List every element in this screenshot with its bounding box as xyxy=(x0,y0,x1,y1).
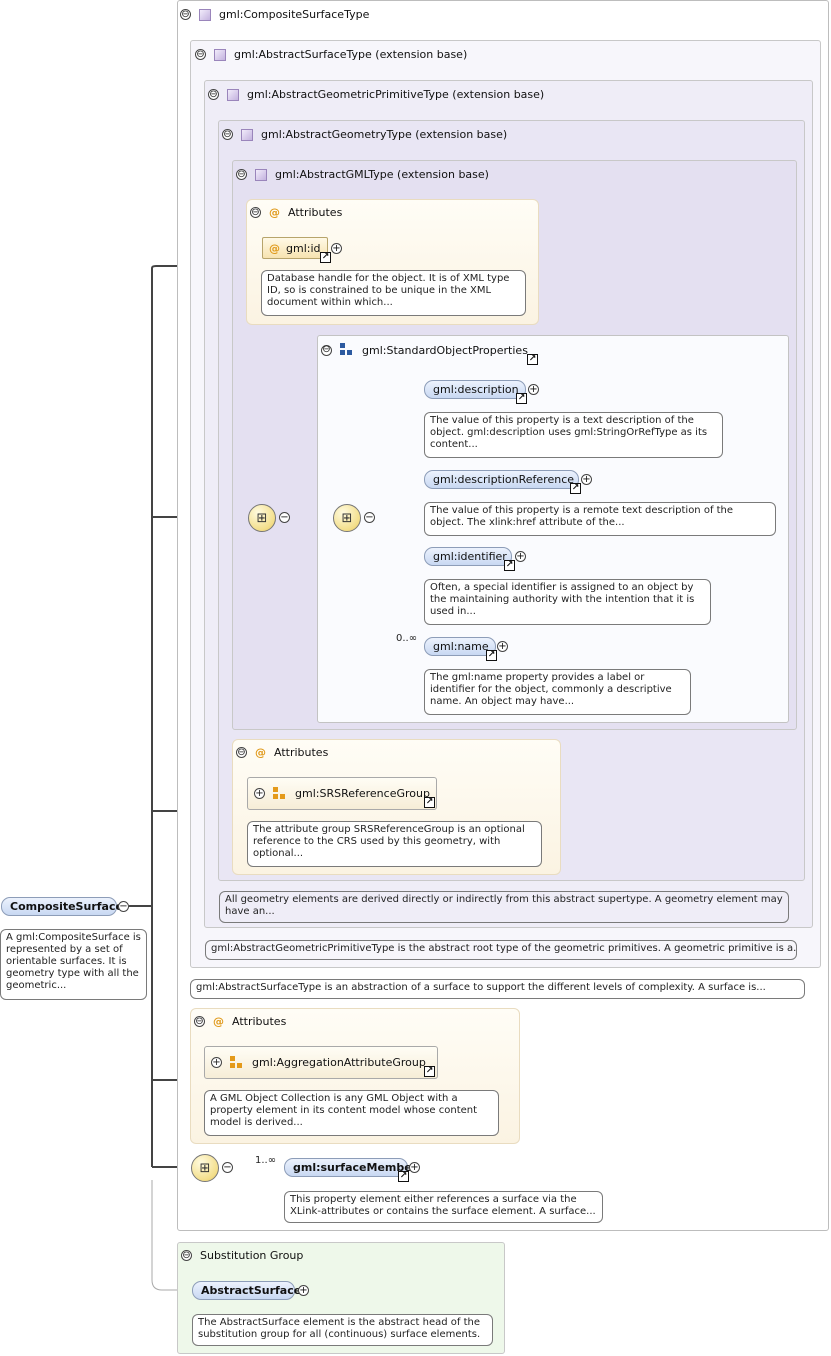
abstract-surface-element[interactable]: AbstractSurface xyxy=(192,1281,301,1300)
geometry-attributes-header[interactable]: ⊖ @ Attributes xyxy=(236,746,328,759)
expand-icon[interactable]: + xyxy=(497,640,508,652)
attribute-icon: @ xyxy=(255,746,266,759)
srs-reference-group[interactable]: + gml:SRSReferenceGroup xyxy=(247,777,437,810)
attribute-icon: @ xyxy=(269,241,280,255)
group-name: gml:StandardObjectProperties xyxy=(362,343,528,357)
attribute-icon: @ xyxy=(269,206,280,219)
type-name: gml:AbstractGeometricPrimitiveType (exte… xyxy=(247,88,545,101)
sequence-compositor-icon[interactable]: ⊞ xyxy=(191,1154,219,1182)
attributes-label: Attributes xyxy=(274,746,329,759)
complex-type-icon xyxy=(241,128,253,141)
composite-surface-element[interactable]: CompositeSurface xyxy=(1,897,123,916)
attribute-group-icon xyxy=(230,1055,244,1070)
type-name: gml:AbstractSurfaceType (extension base) xyxy=(234,48,468,61)
srs-reference-group-description: The attribute group SRSReferenceGroup is… xyxy=(247,821,542,867)
collapse-icon[interactable]: ⊖ xyxy=(180,8,191,20)
abstract-geometric-primitive-type-header[interactable]: ⊖ gml:AbstractGeometricPrimitiveType (ex… xyxy=(208,88,544,101)
substitution-group-header[interactable]: ⊖ Substitution Group xyxy=(181,1249,303,1262)
sequence-compositor-icon[interactable]: ⊞ xyxy=(248,504,276,532)
expand-icon[interactable]: + xyxy=(581,473,592,485)
surface-member-description: This property element either references … xyxy=(284,1191,603,1223)
group-icon xyxy=(340,343,354,357)
gml-id-description: Database handle for the object. It is of… xyxy=(261,270,526,316)
gml-id-attribute[interactable]: @ gml:id xyxy=(262,237,328,259)
gml-attributes-header[interactable]: ⊖ @ Attributes xyxy=(250,206,342,219)
expand-icon[interactable]: + xyxy=(528,383,539,395)
collapse-icon[interactable]: ⊖ xyxy=(222,128,233,140)
collapse-icon[interactable]: − xyxy=(118,900,129,912)
expand-icon[interactable]: + xyxy=(298,1284,309,1296)
gml-name-description: The gml:name property provides a label o… xyxy=(424,669,691,715)
abstract-surface-type-header[interactable]: ⊖ gml:AbstractSurfaceType (extension bas… xyxy=(195,48,467,61)
complex-type-icon xyxy=(227,88,239,101)
abstract-surface-description: The AbstractSurface element is the abstr… xyxy=(192,1314,493,1346)
abstract-geometry-type-header[interactable]: ⊖ gml:AbstractGeometryType (extension ba… xyxy=(222,128,507,141)
attributes-label: Attributes xyxy=(288,206,343,219)
gml-id-label: gml:id xyxy=(286,241,321,255)
collapse-icon[interactable]: − xyxy=(222,1161,233,1173)
attribute-icon: @ xyxy=(213,1015,224,1028)
reference-icon[interactable]: ↗ xyxy=(570,483,581,494)
complex-type-icon xyxy=(214,48,226,61)
type-name: gml:AbstractGMLType (extension base) xyxy=(275,168,489,181)
collapse-icon[interactable]: − xyxy=(279,511,290,523)
reference-icon[interactable]: ↗ xyxy=(486,650,497,661)
reference-icon[interactable]: ↗ xyxy=(320,252,331,263)
aggregation-attribute-group-label: gml:AggregationAttributeGroup xyxy=(252,1056,426,1069)
collapse-icon[interactable]: ⊖ xyxy=(321,344,332,356)
aggregation-attribute-group-description: A GML Object Collection is any GML Objec… xyxy=(204,1090,499,1136)
gml-identifier-element[interactable]: gml:identifier xyxy=(424,547,512,566)
surface-member-multiplicity: 1..∞ xyxy=(255,1155,277,1166)
complex-type-icon xyxy=(255,168,267,181)
collapse-icon[interactable]: ⊖ xyxy=(250,206,261,218)
composite-surface-type-header[interactable]: ⊖ gml:CompositeSurfaceType xyxy=(180,8,369,21)
srs-reference-group-label: gml:SRSReferenceGroup xyxy=(295,787,430,800)
collapse-icon[interactable]: ⊖ xyxy=(181,1249,192,1261)
collapse-icon[interactable]: ⊖ xyxy=(236,168,247,180)
reference-icon[interactable]: ↗ xyxy=(424,797,435,808)
gml-description-reference-element[interactable]: gml:descriptionReference xyxy=(424,470,579,489)
reference-icon[interactable]: ↗ xyxy=(527,354,538,365)
gml-description-description: The value of this property is a text des… xyxy=(424,412,723,458)
aggregation-attributes-header[interactable]: ⊖ @ Attributes xyxy=(194,1015,286,1028)
expand-icon[interactable]: + xyxy=(211,1056,222,1068)
aggregation-attribute-group[interactable]: + gml:AggregationAttributeGroup xyxy=(204,1046,438,1079)
gml-description-element[interactable]: gml:description xyxy=(424,380,526,399)
substitution-group-label: Substitution Group xyxy=(200,1249,304,1262)
sequence-compositor-icon[interactable]: ⊞ xyxy=(333,504,361,532)
standard-object-properties-header[interactable]: ⊖ gml:StandardObjectProperties xyxy=(321,343,528,357)
abstract-geometry-type-description: All geometry elements are derived direct… xyxy=(219,891,789,923)
abstract-gml-type-header[interactable]: ⊖ gml:AbstractGMLType (extension base) xyxy=(236,168,489,181)
collapse-icon[interactable]: ⊖ xyxy=(194,1015,205,1027)
gml-description-reference-description: The value of this property is a remote t… xyxy=(424,502,776,536)
reference-icon[interactable]: ↗ xyxy=(424,1066,435,1077)
collapse-icon[interactable]: ⊖ xyxy=(236,746,247,758)
collapse-icon[interactable]: ⊖ xyxy=(208,88,219,100)
collapse-icon[interactable]: − xyxy=(364,511,375,523)
complex-type-icon xyxy=(199,8,211,21)
attributes-label: Attributes xyxy=(232,1015,287,1028)
gml-name-element[interactable]: gml:name xyxy=(424,637,496,656)
expand-icon[interactable]: + xyxy=(515,550,526,562)
type-name: gml:AbstractGeometryType (extension base… xyxy=(261,128,508,141)
expand-icon[interactable]: + xyxy=(331,242,342,254)
reference-icon[interactable]: ↗ xyxy=(516,393,527,404)
reference-icon[interactable]: ↗ xyxy=(398,1171,409,1182)
reference-icon[interactable]: ↗ xyxy=(504,560,515,571)
composite-surface-description: A gml:CompositeSurface is represented by… xyxy=(0,929,147,1000)
gml-identifier-description: Often, a special identifier is assigned … xyxy=(424,579,711,625)
attribute-group-icon xyxy=(273,786,287,801)
collapse-icon[interactable]: ⊖ xyxy=(195,48,206,60)
type-name: gml:CompositeSurfaceType xyxy=(219,8,370,21)
expand-icon[interactable]: + xyxy=(254,787,265,799)
expand-icon[interactable]: + xyxy=(409,1161,420,1173)
name-multiplicity: 0..∞ xyxy=(396,633,418,644)
surface-member-element[interactable]: gml:surfaceMember xyxy=(284,1158,417,1177)
abstract-surface-type-description: gml:AbstractSurfaceType is an abstractio… xyxy=(190,979,805,999)
abstract-geometric-primitive-type-description: gml:AbstractGeometricPrimitiveType is th… xyxy=(205,940,797,960)
